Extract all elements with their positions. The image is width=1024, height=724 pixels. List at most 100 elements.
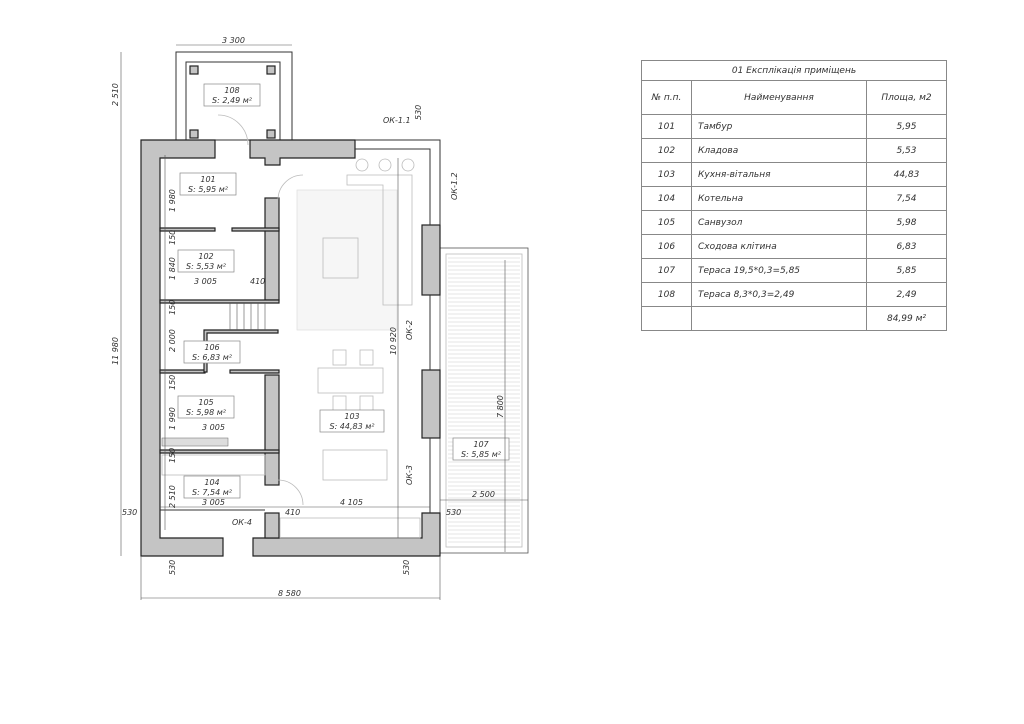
svg-text:530: 530 [122, 508, 137, 517]
svg-text:530: 530 [402, 560, 411, 575]
porch-columns [189, 65, 276, 139]
dining-table [317, 367, 384, 394]
room-number: 107 [473, 440, 489, 449]
rug [296, 189, 398, 331]
cell-area: 5,85 [866, 258, 947, 283]
svg-text:1 980: 1 980 [168, 189, 177, 212]
cell-area: 7,54 [866, 186, 947, 211]
cell-name: Кухня-вітальня [691, 162, 867, 187]
svg-text:1 840: 1 840 [168, 257, 177, 280]
svg-text:150: 150 [168, 300, 177, 315]
kitchen-island [322, 449, 388, 481]
room-area: S: 7,54 м² [192, 488, 233, 497]
room-number: 103 [344, 412, 359, 421]
svg-text:ОК-1.2: ОК-1.2 [450, 172, 459, 200]
cell-name: Тераса 8,3*0,3=2,49 [691, 282, 867, 307]
terrace-107 [439, 247, 529, 554]
room-number: 101 [200, 175, 215, 184]
cell-area: 5,95 [866, 114, 947, 139]
cell-area: 5,98 [866, 210, 947, 235]
kitchen-counter [279, 517, 421, 539]
room-area: S: 44,83 м² [329, 422, 375, 431]
room-area: S: 5,98 м² [186, 408, 227, 417]
exterior-walls [140, 139, 441, 557]
sofa [346, 174, 413, 306]
svg-text:2 000: 2 000 [168, 329, 177, 352]
cell-number: 102 [641, 138, 692, 163]
svg-text:11 980: 11 980 [111, 337, 120, 365]
interior-walls [159, 197, 280, 539]
cell-name: Санвузол [691, 210, 867, 235]
svg-text:ОК-1.1: ОК-1.1 [383, 116, 411, 125]
room-number: 104 [204, 478, 219, 487]
room-area: S: 6,83 м² [192, 353, 233, 362]
svg-text:ОК-3: ОК-3 [405, 465, 414, 485]
cell-name: Тамбур [691, 114, 867, 139]
svg-text:410: 410 [250, 277, 265, 286]
boiler-units [161, 454, 266, 476]
svg-text:2 510: 2 510 [168, 485, 177, 508]
porch-inner [185, 61, 281, 141]
cell-number: 105 [641, 210, 692, 235]
cell-name: Сходова клітина [691, 234, 867, 259]
cell-number: 103 [641, 162, 692, 187]
room-number: 106 [204, 343, 219, 352]
cell-area: 2,49 [866, 282, 947, 307]
header-area: Площа, м2 [866, 80, 947, 115]
svg-text:3 005: 3 005 [202, 498, 225, 507]
room-area: S: 2,49 м² [212, 96, 253, 105]
cell-number: 108 [641, 282, 692, 307]
svg-text:410: 410 [285, 508, 300, 517]
door-swing [217, 114, 249, 146]
cell-name: Котельна [691, 186, 867, 211]
room-number: 108 [224, 86, 239, 95]
svg-text:530: 530 [168, 560, 177, 575]
svg-text:3 005: 3 005 [202, 423, 225, 432]
header-name: Найменування [691, 80, 867, 115]
svg-text:2 500: 2 500 [472, 490, 495, 499]
svg-text:2 510: 2 510 [111, 83, 120, 106]
svg-text:ОК-4: ОК-4 [232, 518, 252, 527]
total-area: 84,99 м² [866, 306, 947, 331]
header-number: № п.п. [641, 80, 692, 115]
plant [355, 158, 369, 172]
room-area: S: 5,85 м² [461, 450, 502, 459]
svg-text:7 800: 7 800 [496, 395, 505, 418]
bath-fixture [161, 437, 229, 447]
cell-area: 5,53 [866, 138, 947, 163]
room-number: 102 [198, 252, 213, 261]
cell-area: 6,83 [866, 234, 947, 259]
svg-text:1 990: 1 990 [168, 407, 177, 430]
svg-text:530: 530 [414, 105, 423, 120]
svg-text:150: 150 [168, 230, 177, 245]
svg-text:4 105: 4 105 [340, 498, 363, 507]
svg-text:ОК-2: ОК-2 [405, 320, 414, 340]
svg-text:10 920: 10 920 [389, 327, 398, 355]
table-title: 01 Експлікація приміщень [641, 60, 947, 81]
table-total-row: 84,99 м² [641, 306, 947, 331]
cell-number: 106 [641, 234, 692, 259]
room-number: 105 [198, 398, 213, 407]
cell-area: 44,83 [866, 162, 947, 187]
cell-number: 104 [641, 186, 692, 211]
svg-text:3 005: 3 005 [194, 277, 217, 286]
coffee-table [322, 237, 359, 279]
cell-number: 107 [641, 258, 692, 283]
dimension-texts: 3 300 2 510 11 980 8 580 1 980 150 1 840… [111, 36, 505, 598]
room-area: S: 5,53 м² [186, 262, 227, 271]
svg-text:8 580: 8 580 [278, 589, 301, 598]
svg-text:150: 150 [168, 375, 177, 390]
